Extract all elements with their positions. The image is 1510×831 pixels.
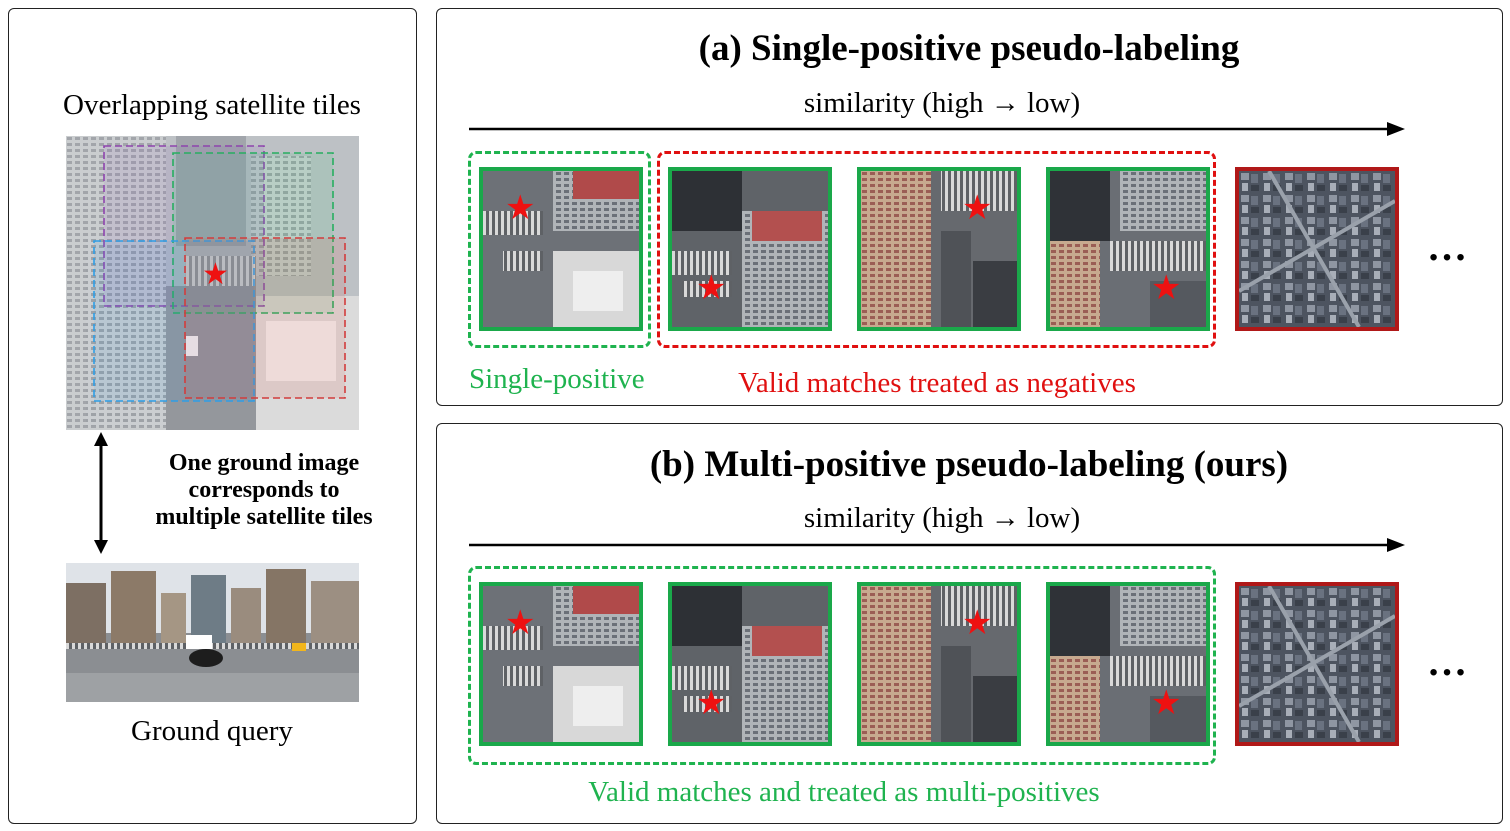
star-marker-icon: ★	[962, 605, 993, 642]
more-results-ellipsis: …	[1427, 224, 1469, 269]
single-positive-group	[468, 151, 651, 348]
relation-text-line3: multiple satellite tiles	[155, 504, 373, 530]
relation-text-line2: corresponds to	[188, 477, 340, 503]
double-arrow-icon	[94, 432, 108, 554]
panel-a-axis-label: similarity (high → low)	[803, 87, 1081, 119]
relation-text: One ground image corresponds to multiple…	[114, 450, 414, 531]
satellite-tile-3: ★	[857, 582, 1021, 746]
satellite-tile-1: ★	[479, 167, 643, 331]
satellite-tile-2: ★	[668, 167, 832, 331]
panel-b: (b) Multi-positive pseudo-labeling (ours…	[436, 423, 1503, 824]
negatives-group	[657, 151, 1216, 348]
satellite-tile-3: ★	[857, 167, 1021, 331]
similarity-arrow-icon	[469, 122, 1405, 136]
left-panel: Overlapping satellite tiles ★	[8, 8, 417, 824]
star-marker-icon: ★	[696, 685, 727, 722]
more-results-ellipsis: …	[1427, 639, 1469, 684]
star-marker-icon: ★	[505, 605, 536, 642]
satellite-mosaic-image: ★	[66, 136, 359, 430]
star-marker-icon: ★	[505, 190, 536, 227]
satellite-tile-1: ★	[479, 582, 643, 746]
satellite-tile-4: ★	[1046, 582, 1210, 746]
star-marker-icon: ★	[962, 190, 993, 227]
multi-positive-group	[468, 566, 1216, 765]
left-panel-title: Overlapping satellite tiles	[63, 89, 361, 121]
star-marker-icon: ★	[202, 258, 229, 291]
panel-b-axis-label: similarity (high → low)	[803, 502, 1081, 534]
star-marker-icon: ★	[696, 270, 727, 307]
satellite-tile-negative	[1235, 167, 1399, 331]
star-marker-icon: ★	[1151, 685, 1182, 722]
panel-b-title: (b) Multi-positive pseudo-labeling (ours…	[649, 444, 1289, 485]
star-marker-icon: ★	[1151, 270, 1182, 307]
panel-a: (a) Single-positive pseudo-labeling simi…	[436, 8, 1503, 406]
ground-panorama-image	[66, 563, 359, 702]
satellite-tile-negative	[1235, 582, 1399, 746]
satellite-tile-4: ★	[1046, 167, 1210, 331]
satellite-tile-2: ★	[668, 582, 832, 746]
negatives-label: Valid matches treated as negatives	[738, 367, 1136, 399]
panel-a-title: (a) Single-positive pseudo-labeling	[698, 28, 1240, 69]
multi-positive-label: Valid matches and treated as multi-posit…	[588, 776, 1100, 808]
single-positive-label: Single-positive	[469, 363, 645, 395]
ground-query-label: Ground query	[131, 715, 293, 747]
relation-text-line1: One ground image	[168, 450, 360, 476]
similarity-arrow-icon	[469, 538, 1405, 552]
